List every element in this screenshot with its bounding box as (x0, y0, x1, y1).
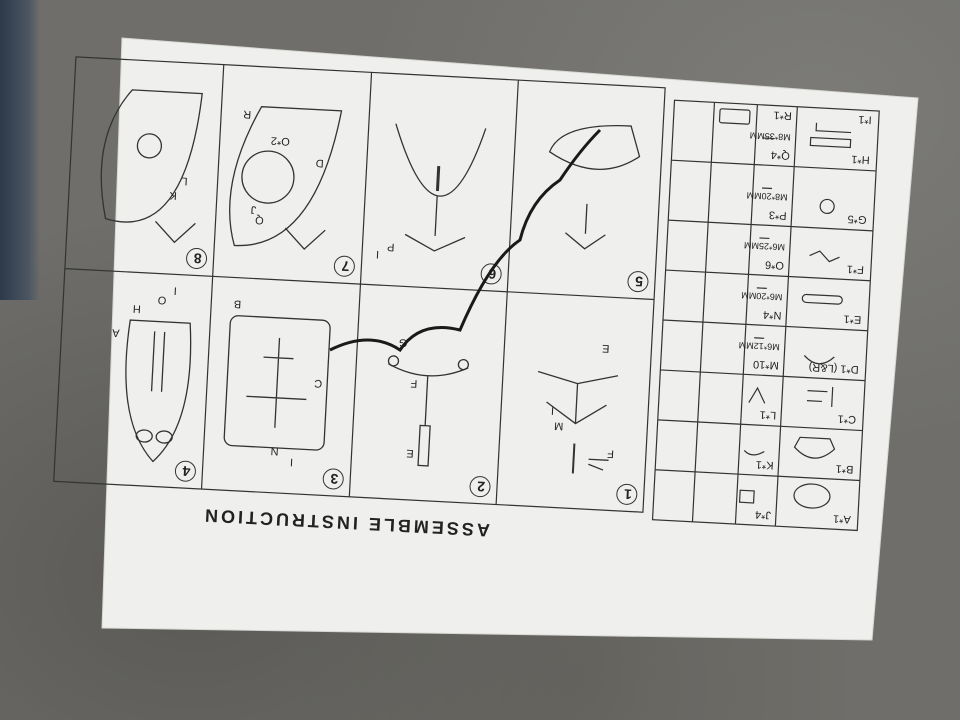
step6-callout-P: P (387, 240, 395, 252)
steps-grid (53, 56, 666, 513)
step2-callout-E: E (406, 447, 414, 459)
part-I-label: I*1 (858, 113, 872, 126)
part-R-label: R*1 (773, 108, 792, 121)
step3-callout-N: N (270, 445, 279, 457)
step8-callout-L: L (181, 175, 188, 187)
part-H-label: H*1 (851, 153, 870, 166)
part-B-label: B*1 (835, 462, 853, 475)
step1-callout-M: M (554, 419, 564, 431)
part-Q-size: M8*35MM (750, 130, 791, 142)
step3-callout-C: C (314, 377, 323, 389)
step4-callout-H: H (133, 302, 142, 314)
part-L-label: L*1 (759, 408, 776, 421)
step4-callout-I: I (173, 284, 177, 296)
part-E-label: E*1 (843, 312, 861, 325)
step-6-number: 6 (488, 266, 497, 282)
step-sketches (100, 89, 641, 474)
step-5-number: 5 (635, 273, 644, 289)
step7-callout-R: R (243, 108, 252, 120)
parts-table (651, 99, 880, 532)
step1-callout-I: I (551, 404, 555, 416)
step2-callout-F: F (410, 377, 418, 389)
step-7-number: 7 (341, 258, 350, 274)
part-A-label: A*1 (833, 512, 851, 525)
step7-callout-D: D (315, 157, 324, 169)
part-G-label: G*5 (847, 213, 867, 226)
part-P-label: P*3 (769, 208, 787, 221)
part-Q-label: Q*4 (771, 148, 791, 161)
part-C-label: C*1 (837, 412, 856, 425)
part-P-size: M8*20MM (746, 190, 787, 202)
part-O-size: M6*25MM (744, 240, 785, 252)
part-sketches (718, 108, 852, 509)
step8-callout-K: K (169, 189, 178, 201)
step-2-number: 2 (477, 478, 486, 494)
part-M-label: M*10 (753, 358, 779, 371)
step7-callout-J: J (250, 203, 256, 215)
part-J-label: J*4 (755, 508, 772, 521)
step1-callout-F: F (607, 447, 615, 459)
floor-shadow (0, 0, 40, 300)
step6-callout-I: I (376, 248, 380, 260)
step-1-number: 1 (623, 486, 632, 502)
paper (101, 37, 919, 641)
part-M-size: M6*12MM (739, 340, 780, 352)
step7-callout-O2: O*2 (271, 134, 291, 147)
step4-callout-A: A (111, 326, 120, 338)
part-K-label: K*1 (756, 458, 774, 471)
step1-callout-E: E (602, 342, 610, 354)
part-F-label: F*1 (847, 263, 865, 276)
step3-callout-I: I (290, 456, 294, 468)
part-D-label: D*1 (L&R) (808, 361, 859, 376)
paper-tear (329, 128, 602, 353)
part-O-label: O*6 (765, 258, 785, 271)
part-N-size: M6*20MM (741, 290, 782, 302)
step7-callout-Q: Q (254, 213, 264, 225)
step-4-number: 4 (182, 463, 191, 479)
step3-callout-B: B (234, 298, 242, 310)
step2-callout-G: G (399, 336, 408, 348)
step-3-number: 3 (330, 471, 339, 487)
step-8-number: 8 (193, 250, 202, 266)
part-N-label: N*4 (763, 308, 782, 321)
step4-callout-O: O (157, 294, 167, 306)
